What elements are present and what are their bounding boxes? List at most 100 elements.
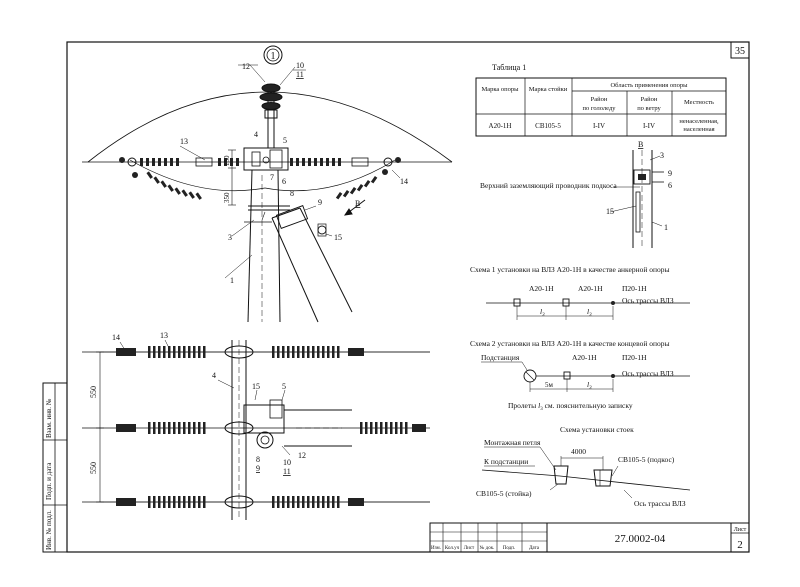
svg-text:А20-1Н: А20-1Н <box>572 353 597 362</box>
svg-text:Ось трассы ВЛЗ: Ось трассы ВЛЗ <box>634 499 686 508</box>
plan-labels: 14 13 4 15 5 8 9 10 11 12 550 550 <box>89 331 306 476</box>
svg-text:350: 350 <box>223 192 231 203</box>
scheme-3: Схема установки стоек Монтажная петля К … <box>476 425 691 508</box>
svg-text:6: 6 <box>282 177 286 186</box>
list-value: 2 <box>737 539 743 551</box>
svg-text:4: 4 <box>212 371 216 380</box>
svg-text:№ док.: № док. <box>480 545 495 551</box>
svg-text:6: 6 <box>668 181 672 190</box>
side-stamp-inv: Инв. № подл. <box>45 510 53 550</box>
side-stamp: Инв. № подл. Подп. и дата Взам. инв. № <box>42 382 68 553</box>
svg-text:14: 14 <box>400 177 408 186</box>
scheme-2-title: Схема 2 установки на ВЛЗ А20-1Н в качест… <box>470 339 670 348</box>
svg-text:15: 15 <box>334 233 342 242</box>
svg-text:1: 1 <box>664 223 668 232</box>
scheme-1-title: Схема 1 установки на ВЛЗ А20-1Н в качест… <box>470 265 670 274</box>
svg-text:11: 11 <box>296 70 304 79</box>
svg-text:Ось трассы ВЛЗ: Ось трассы ВЛЗ <box>622 296 674 305</box>
side-stamp-replace: Взам. инв. № <box>45 398 53 438</box>
svg-text:8: 8 <box>256 455 260 464</box>
svg-text:9: 9 <box>668 169 672 178</box>
svg-text:Подстанция: Подстанция <box>481 353 520 362</box>
svg-text:Изм.: Изм. <box>431 546 441 551</box>
svg-text:15: 15 <box>252 382 260 391</box>
svg-text:10: 10 <box>296 61 304 70</box>
svg-text:14: 14 <box>112 333 120 342</box>
svg-text:Ось трассы ВЛЗ: Ось трассы ВЛЗ <box>622 369 674 378</box>
svg-text:3: 3 <box>228 233 232 242</box>
svg-text:Дата: Дата <box>529 546 540 551</box>
svg-text:550: 550 <box>89 462 98 474</box>
svg-text:8: 8 <box>290 189 294 198</box>
svg-text:по ветру: по ветру <box>637 105 661 112</box>
sheet-number: 35 <box>735 46 745 57</box>
svg-text:11: 11 <box>283 467 291 476</box>
view-v: В 3 9 6 15 1 Верхний заземляющий проводн… <box>480 140 672 248</box>
svg-text:Область применения опоры: Область применения опоры <box>610 82 688 89</box>
svg-text:l3: l3 <box>540 307 545 318</box>
sheet-number-box <box>730 41 750 59</box>
outer-frame <box>66 41 750 553</box>
svg-text:10: 10 <box>283 458 291 467</box>
insulator-string-left <box>119 157 239 200</box>
svg-text:А20-1Н: А20-1Н <box>529 284 554 293</box>
svg-text:СВ105-5 (стойка): СВ105-5 (стойка) <box>476 489 532 498</box>
plan-view <box>96 339 430 520</box>
svg-text:550: 550 <box>89 386 98 398</box>
svg-text:Марка опоры: Марка опоры <box>481 86 519 93</box>
svg-text:по гололеду: по гололеду <box>582 105 616 112</box>
svg-text:12: 12 <box>298 451 306 460</box>
svg-text:К подстанции: К подстанции <box>484 457 528 466</box>
title-block: Изм. Кол.уч Лист № док. Подп. Дата 27.00… <box>429 522 750 553</box>
svg-text:12: 12 <box>242 62 250 71</box>
drawing-code: 27.0002-04 <box>615 533 666 545</box>
svg-text:Монтажная петля: Монтажная петля <box>484 438 541 447</box>
svg-text:А20-1Н: А20-1Н <box>489 122 512 130</box>
svg-text:Район: Район <box>641 96 658 103</box>
svg-text:П20-1Н: П20-1Н <box>622 353 647 362</box>
svg-text:4: 4 <box>254 130 258 139</box>
svg-text:Марка стойки: Марка стойки <box>529 86 568 93</box>
svg-text:9: 9 <box>256 464 260 473</box>
svg-text:Подп.: Подп. <box>503 546 515 551</box>
svg-text:5: 5 <box>283 136 287 145</box>
plan-insulators <box>82 346 430 508</box>
svg-text:15: 15 <box>606 207 614 216</box>
svg-text:9: 9 <box>318 198 322 207</box>
svg-text:5: 5 <box>282 382 286 391</box>
svg-text:1: 1 <box>230 276 234 285</box>
svg-text:А20-1Н: А20-1Н <box>578 284 603 293</box>
svg-text:Кол.уч: Кол.уч <box>445 546 460 551</box>
svg-text:П20-1Н: П20-1Н <box>622 284 647 293</box>
list-label: Лист <box>734 527 747 533</box>
view-v-note: Верхний заземляющий проводник подкоса <box>480 181 617 190</box>
svg-text:l3: l3 <box>587 307 592 318</box>
svg-text:1: 1 <box>271 51 276 62</box>
table-title: Таблица 1 <box>492 63 526 72</box>
svg-text:ненаселенная,: ненаселенная, <box>679 118 719 125</box>
svg-text:СВ105-5: СВ105-5 <box>535 122 561 130</box>
side-stamp-sign: Подп. и дата <box>45 462 53 500</box>
insulator-string-right <box>290 157 401 200</box>
svg-text:5м: 5м <box>545 381 554 389</box>
elevation-view <box>82 45 453 323</box>
svg-text:В: В <box>638 140 643 149</box>
svg-text:Район: Район <box>591 96 608 103</box>
svg-text:СВ105-5 (подкос): СВ105-5 (подкос) <box>618 455 675 464</box>
svg-text:населенная: населенная <box>683 126 714 133</box>
scheme-3-title: Схема установки стоек <box>560 425 634 434</box>
svg-text:В: В <box>355 199 360 208</box>
svg-text:4000: 4000 <box>571 447 586 456</box>
elevation-labels: 1 10 11 12 13 14 4 5 6 7 8 9 3 1 15 В 15… <box>180 51 408 285</box>
svg-text:3: 3 <box>660 151 664 160</box>
svg-text:Лист: Лист <box>464 546 475 551</box>
scheme-1: Схема 1 установки на ВЛЗ А20-1Н в качест… <box>470 265 690 320</box>
svg-text:I-IV: I-IV <box>643 122 655 130</box>
svg-text:13: 13 <box>160 331 168 340</box>
table-1: Таблица 1 Марка опоры Марка стойки Облас… <box>475 63 727 137</box>
svg-text:Пролеты l3 см. пояснительную з: Пролеты l3 см. пояснительную записку <box>508 401 633 412</box>
svg-text:l3: l3 <box>587 380 592 391</box>
scheme-2: Схема 2 установки на ВЛЗ А20-1Н в качест… <box>470 339 690 412</box>
svg-text:7: 7 <box>270 173 274 182</box>
